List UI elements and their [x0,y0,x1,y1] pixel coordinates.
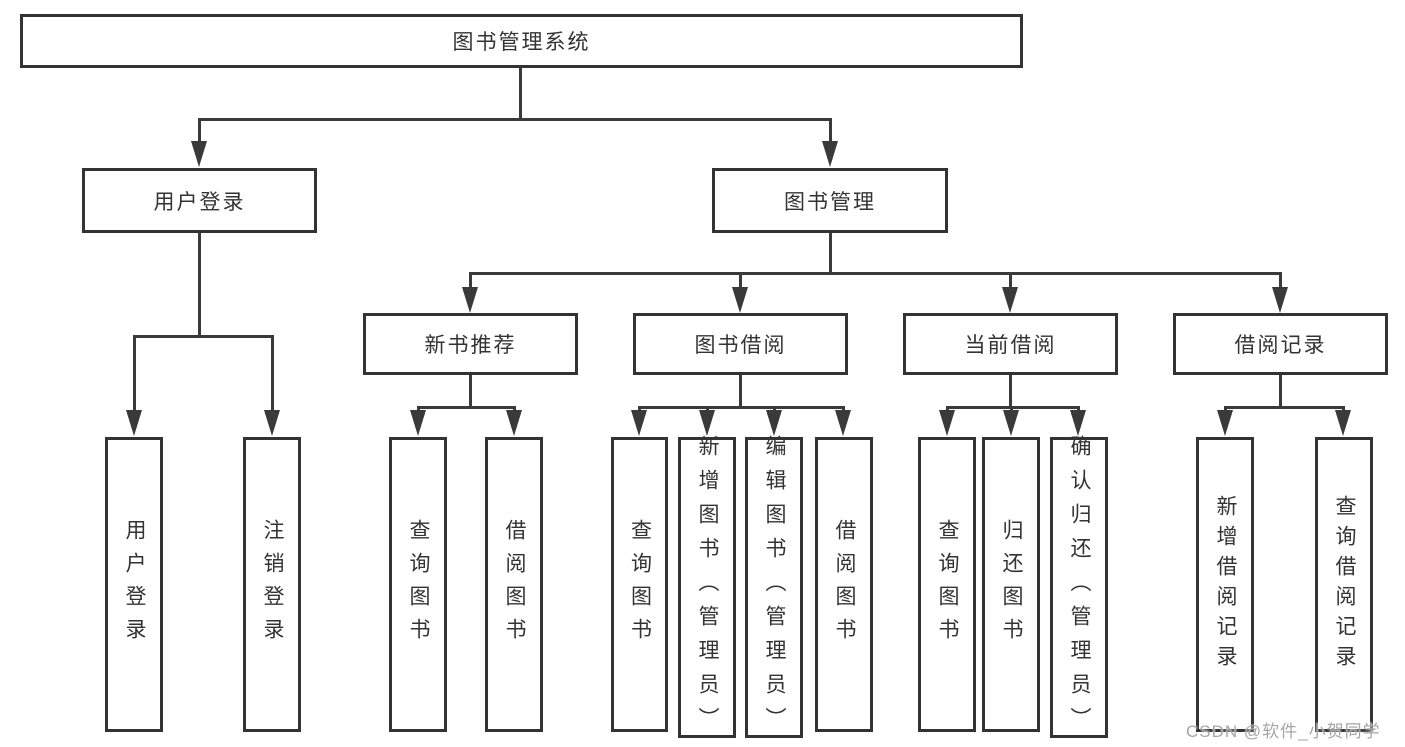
leaf-logout-label: 注销登录 [261,518,284,651]
arrow-down-icon [264,410,280,436]
arrow-down-icon [939,410,955,436]
node-current-borrowing-label: 当前借阅 [964,334,1057,357]
arrow-down-icon [506,410,522,436]
arrow-down-icon [1272,287,1288,313]
arrow-down-icon [732,287,748,313]
leaf-logout: 注销登录 [243,437,301,732]
arrow-down-icon [631,410,647,436]
node-root-label: 图书管理系统 [452,31,591,54]
leaf-query-books-current-label: 查询图书 [936,518,959,651]
leaf-add-book-admin: 新增图书（管理员） [678,434,736,741]
node-borrowing-records-label: 借阅记录 [1234,334,1327,357]
arrow-down-icon [766,410,782,436]
node-root: 图书管理系统 [20,14,1023,68]
leaf-add-book-admin-label: 新增图书（管理员） [696,434,719,741]
arrow-down-icon [1070,410,1086,436]
arrow-down-icon [126,410,142,436]
arrow-down-icon [191,141,207,167]
leaf-add-borrow-record-label: 新增借阅记录 [1214,494,1237,675]
node-new-book-recommend: 新书推荐 [363,313,578,375]
node-book-borrowing: 图书借阅 [633,313,848,375]
leaf-query-books-current: 查询图书 [918,437,976,732]
arrow-down-icon [462,287,478,313]
watermark: CSDN @软件_小贺同学 [1186,722,1381,741]
arrow-down-icon [410,410,426,436]
node-borrowing-records: 借阅记录 [1173,313,1388,375]
leaf-return-book: 归还图书 [982,437,1040,732]
leaf-confirm-return-admin: 确认归还（管理员） [1050,434,1108,741]
arrow-down-icon [1217,410,1233,436]
node-current-borrowing: 当前借阅 [903,313,1118,375]
node-user-login-label: 用户登录 [153,190,246,214]
leaf-borrow-books-label: 借阅图书 [833,518,856,651]
arrow-down-icon [699,410,715,436]
node-user-login: 用户登录 [82,168,317,233]
arrow-down-icon [1002,287,1018,313]
leaf-add-borrow-record: 新增借阅记录 [1196,437,1254,732]
leaf-query-borrow-record: 查询借阅记录 [1315,437,1373,732]
node-book-management-label: 图书管理 [784,190,876,214]
arrow-down-icon [822,141,838,167]
leaf-query-borrow-record-label: 查询借阅记录 [1333,494,1356,675]
leaf-query-books-borrow-label: 查询图书 [628,518,652,651]
leaf-user-login: 用户登录 [105,437,163,732]
leaf-return-book-label: 归还图书 [1000,518,1023,651]
arrow-down-icon [1335,410,1351,436]
node-new-book-recommend-label: 新书推荐 [424,334,517,357]
leaf-user-login-label: 用户登录 [123,518,146,651]
leaf-query-books-borrow: 查询图书 [611,437,668,732]
leaf-borrow-books-recommend: 借阅图书 [485,437,543,732]
arrow-down-icon [1003,410,1019,436]
leaf-borrow-books-recommend-label: 借阅图书 [503,518,526,651]
leaf-query-books-recommend: 查询图书 [389,437,447,732]
leaf-edit-book-admin-label: 编辑图书（管理员） [763,434,786,741]
leaf-query-books-recommend-label: 查询图书 [407,518,430,651]
leaf-borrow-books: 借阅图书 [815,437,873,732]
node-book-borrowing-label: 图书借阅 [694,334,787,357]
leaf-confirm-return-admin-label: 确认归还（管理员） [1068,434,1091,741]
node-book-management: 图书管理 [712,168,948,233]
arrow-down-icon [835,410,851,436]
leaf-edit-book-admin: 编辑图书（管理员） [745,434,803,741]
